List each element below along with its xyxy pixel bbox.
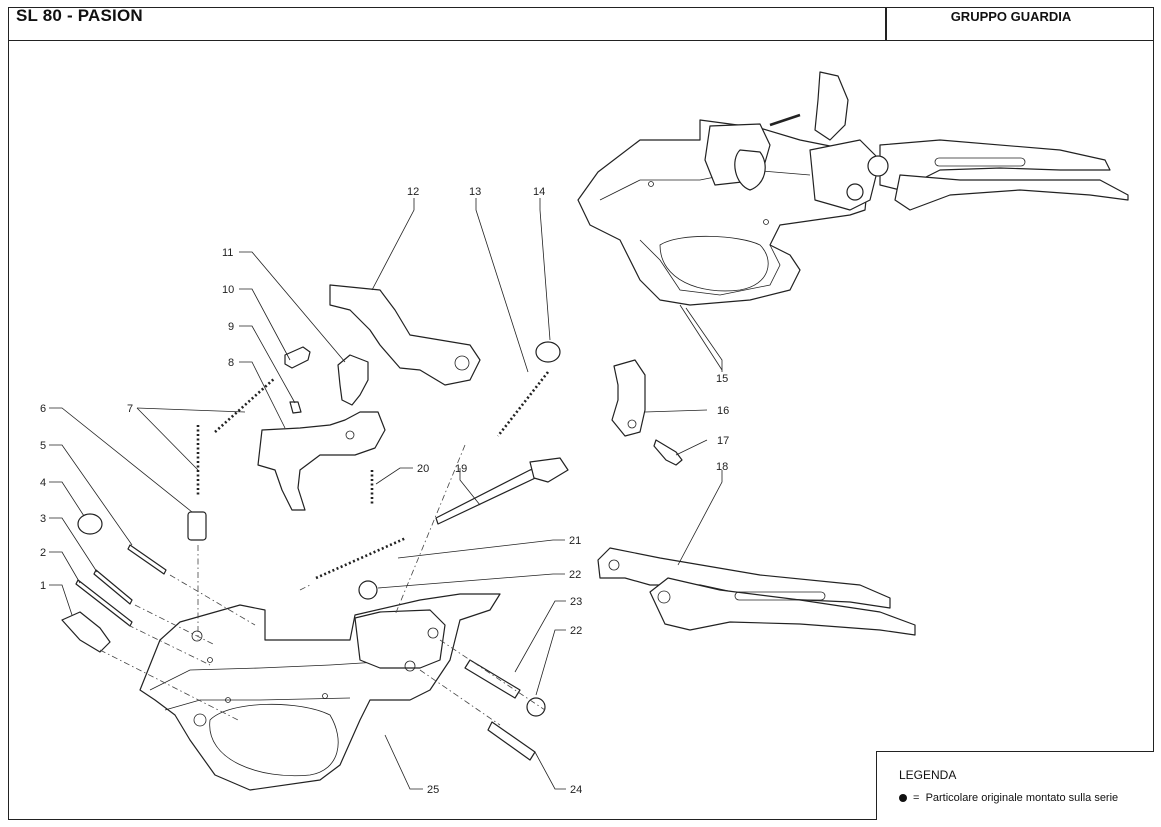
pin-part-23 xyxy=(464,659,521,699)
callout-9: 9 xyxy=(228,321,234,333)
assembly-axes xyxy=(99,444,546,726)
callout-19: 19 xyxy=(455,463,467,475)
section-title: GRUPPO GUARDIA xyxy=(950,9,1072,24)
plunger-part-6 xyxy=(187,511,207,541)
legend-box: LEGENDA = Particolare originale montato … xyxy=(876,751,1154,820)
legend-row: = Particolare originale montato sulla se… xyxy=(899,792,1118,804)
callout-23: 23 xyxy=(570,596,582,608)
screw-part-17 xyxy=(653,439,683,466)
callout-8: 8 xyxy=(228,357,234,369)
pin-part-24 xyxy=(487,721,536,761)
callout-15: 15 xyxy=(716,373,728,385)
legend-title: LEGENDA xyxy=(899,768,957,782)
callout-21: 21 xyxy=(569,535,581,547)
callout-1: 1 xyxy=(40,580,46,592)
model-title: SL 80 - PASION xyxy=(16,6,143,25)
clip-part-22-a xyxy=(358,580,378,600)
hammer-part-12 xyxy=(329,284,481,386)
rail-part-18 xyxy=(597,547,916,636)
callout-24: 24 xyxy=(570,784,582,796)
trigger-guard-part-25 xyxy=(139,593,501,791)
header-divider xyxy=(885,8,887,40)
callout-16: 16 xyxy=(717,405,729,417)
legend-description: Particolare originale montato sulla seri… xyxy=(925,792,1119,804)
bullet-icon xyxy=(899,794,907,803)
pin-part-3 xyxy=(93,569,133,605)
callout-18: 18 xyxy=(716,461,728,473)
bushing-part-4 xyxy=(77,513,103,535)
callout-10: 10 xyxy=(222,284,234,296)
callout-4: 4 xyxy=(40,477,46,489)
callout-6: 6 xyxy=(40,403,46,415)
header-bar xyxy=(8,7,1154,41)
callout-14: 14 xyxy=(533,186,545,198)
pin-part-5 xyxy=(127,544,167,575)
cap-part-14 xyxy=(535,341,561,363)
callout-22b: 22 xyxy=(570,625,582,637)
callout-3: 3 xyxy=(40,513,46,525)
pin-part-9 xyxy=(289,401,302,414)
callout-25: 25 xyxy=(427,784,439,796)
callout-2: 2 xyxy=(40,547,46,559)
callout-17: 17 xyxy=(717,435,729,447)
sear-part-11 xyxy=(337,354,369,406)
callout-labels: 1 2 3 4 5 6 7 8 9 10 11 12 13 14 15 16 1… xyxy=(40,186,729,796)
clip-part-22-b xyxy=(526,697,546,717)
trigger-part-8 xyxy=(257,411,386,511)
callout-11: 11 xyxy=(222,247,233,259)
spring-part-21 xyxy=(315,536,407,580)
callout-12: 12 xyxy=(407,186,419,198)
assembled-trigger-group xyxy=(577,71,1129,371)
callout-5: 5 xyxy=(40,440,46,452)
leader-lines xyxy=(49,198,723,790)
striker-part-19 xyxy=(435,457,569,525)
legend-symbol: = xyxy=(913,792,920,804)
callout-7: 7 xyxy=(127,403,133,415)
pin-part-10 xyxy=(284,346,311,369)
callout-20: 20 xyxy=(417,463,429,475)
lever-part-16 xyxy=(611,359,646,437)
spring-part-13 xyxy=(496,371,550,437)
callout-22a: 22 xyxy=(569,569,581,581)
pin-part-1 xyxy=(61,611,111,653)
spring-part-7-b xyxy=(214,377,276,433)
callout-13: 13 xyxy=(469,186,481,198)
